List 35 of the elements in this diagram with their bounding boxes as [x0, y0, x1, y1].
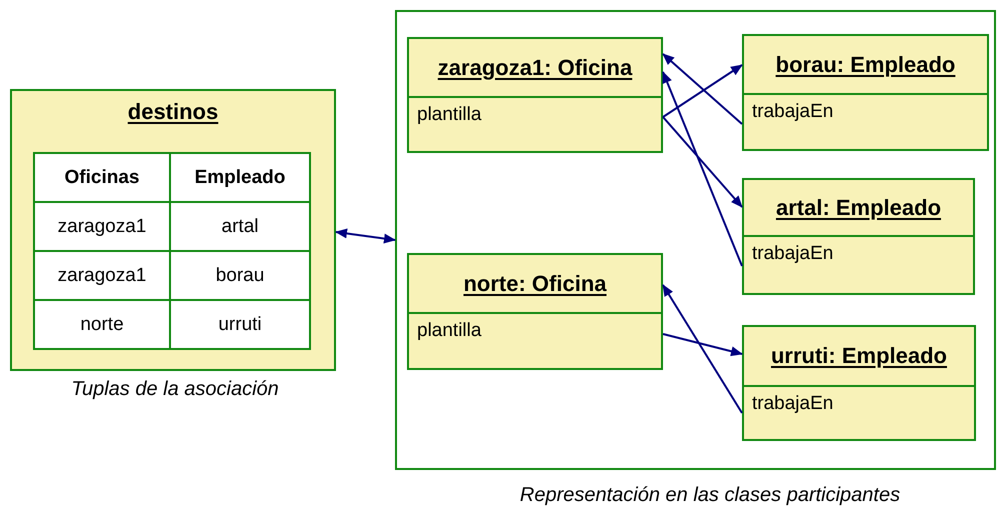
- attribute-name: trabajaEn: [752, 101, 834, 122]
- table-cell: norte: [35, 301, 171, 348]
- table-cell: zaragoza1: [35, 252, 171, 301]
- node-label: Representación en las clases participantes: [518, 484, 902, 507]
- attribute-name: plantilla: [417, 320, 482, 341]
- container-box: [395, 10, 996, 470]
- table-cell: zaragoza1: [35, 203, 171, 252]
- arrow: [662, 333, 743, 356]
- object-box: [742, 325, 976, 441]
- arrow: [662, 116, 743, 208]
- column-header: Empleado: [171, 154, 309, 203]
- object-name: zaragoza1: Oficina: [438, 54, 632, 80]
- attribute-name: plantilla: [417, 104, 482, 125]
- association-panel: [10, 89, 336, 371]
- table-cell-text: urruti: [217, 312, 263, 336]
- attribute-name: trabajaEn: [752, 243, 834, 264]
- object-box: [742, 178, 975, 295]
- arrow: [662, 284, 743, 414]
- object-name: artal: Empleado: [776, 194, 942, 220]
- object-name: norte: Oficina: [463, 270, 606, 296]
- table-cell: artal: [171, 203, 309, 252]
- object-name: borau: Empleado: [776, 52, 956, 78]
- arrow: [335, 228, 396, 244]
- arrow: [662, 53, 743, 125]
- table-cell: borau: [171, 252, 309, 301]
- arrow: [662, 64, 743, 118]
- panel-title: destinos: [128, 99, 218, 124]
- object-box: [407, 37, 663, 153]
- object-box: [407, 253, 663, 370]
- arrow: [662, 71, 743, 266]
- node-label: Tuplas de la asociación: [70, 378, 280, 401]
- attribute-name: trabajaEn: [752, 393, 834, 414]
- object-name: urruti: Empleado: [770, 343, 947, 369]
- object-box: [742, 34, 989, 151]
- column-header: Oficinas: [35, 154, 171, 203]
